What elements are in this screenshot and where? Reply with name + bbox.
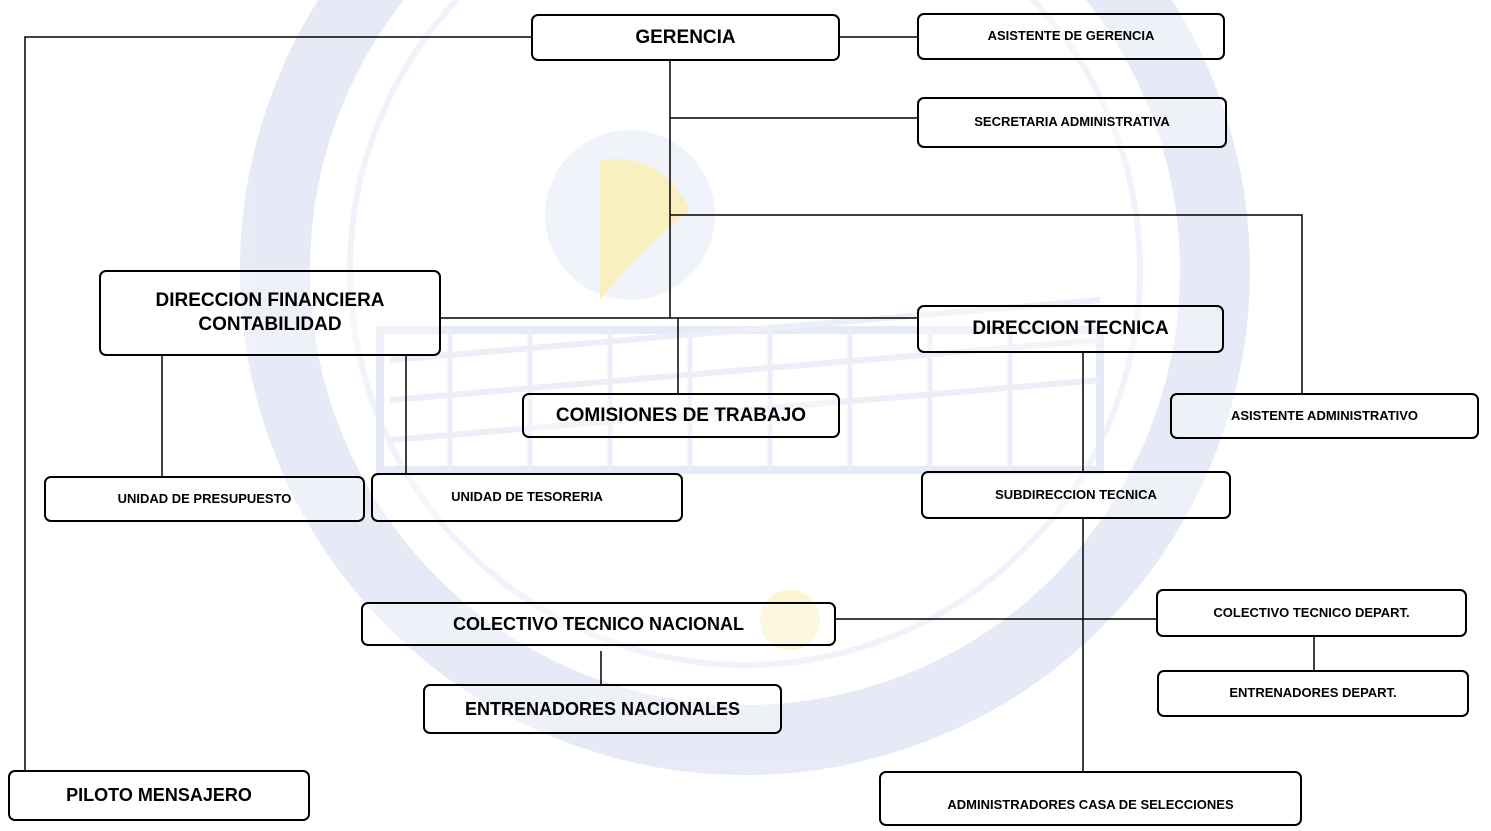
node-entrenadores-depart: ENTRENADORES DEPART. bbox=[1157, 670, 1469, 717]
node-entrenadores-nacionales: ENTRENADORES NACIONALES bbox=[423, 684, 782, 734]
node-colectivo-tecnico-depart-label: COLECTIVO TECNICO DEPART. bbox=[1213, 604, 1410, 620]
node-colectivo-tecnico-nacional-label: COLECTIVO TECNICO NACIONAL bbox=[453, 613, 744, 634]
node-direccion-tecnica: DIRECCION TECNICA bbox=[917, 305, 1224, 353]
node-unidad-presupuesto: UNIDAD DE PRESUPUESTO bbox=[44, 476, 365, 522]
node-asistente-administrativo: ASISTENTE ADMINISTRATIVO bbox=[1170, 393, 1479, 439]
node-secretaria-administrativa: SECRETARIA ADMINISTRATIVA bbox=[917, 97, 1227, 148]
node-administradores-casa: ADMINISTRADORES CASA DE SELECCIONES bbox=[879, 771, 1302, 826]
node-gerencia-label: GERENCIA bbox=[635, 26, 736, 48]
node-colectivo-tecnico-depart: COLECTIVO TECNICO DEPART. bbox=[1156, 589, 1467, 637]
node-unidad-presupuesto-label: UNIDAD DE PRESUPUESTO bbox=[117, 490, 292, 506]
node-direccion-tecnica-label: DIRECCION TECNICA bbox=[972, 318, 1169, 340]
node-colectivo-tecnico-nacional: COLECTIVO TECNICO NACIONAL bbox=[361, 602, 836, 646]
connector-asistente-admin bbox=[670, 214, 1303, 393]
node-unidad-tesoreria-label: UNIDAD DE TESORERIA bbox=[451, 489, 603, 505]
node-asistente-gerencia: ASISTENTE DE GERENCIA bbox=[917, 13, 1225, 60]
connector-gerencia-piloto bbox=[24, 36, 531, 770]
node-asistente-gerencia-label: ASISTENTE DE GERENCIA bbox=[987, 28, 1155, 44]
node-subdireccion-tecnica-label: SUBDIRECCION TECNICA bbox=[995, 486, 1157, 502]
node-direccion-financiera: DIRECCION FINANCIERA CONTABILIDAD bbox=[99, 270, 441, 356]
node-piloto-mensajero-label: PILOTO MENSAJERO bbox=[66, 785, 252, 806]
node-entrenadores-nacionales-label: ENTRENADORES NACIONALES bbox=[464, 698, 741, 719]
node-piloto-mensajero: PILOTO MENSAJERO bbox=[8, 770, 310, 821]
node-gerencia: GERENCIA bbox=[531, 14, 840, 61]
node-secretaria-administrativa-label: SECRETARIA ADMINISTRATIVA bbox=[974, 114, 1170, 130]
node-direccion-financiera-label: DIRECCION FINANCIERA CONTABILIDAD bbox=[155, 290, 385, 335]
node-comisiones-trabajo-label: COMISIONES DE TRABAJO bbox=[555, 404, 807, 426]
node-asistente-administrativo-label: ASISTENTE ADMINISTRATIVO bbox=[1230, 407, 1419, 423]
node-entrenadores-depart-label: ENTRENADORES DEPART. bbox=[1229, 685, 1397, 701]
node-unidad-tesoreria: UNIDAD DE TESORERIA bbox=[371, 473, 683, 522]
node-administradores-casa-label: ADMINISTRADORES CASA DE SELECCIONES bbox=[947, 797, 1234, 813]
node-subdireccion-tecnica: SUBDIRECCION TECNICA bbox=[921, 471, 1231, 519]
node-comisiones-trabajo: COMISIONES DE TRABAJO bbox=[522, 393, 840, 438]
